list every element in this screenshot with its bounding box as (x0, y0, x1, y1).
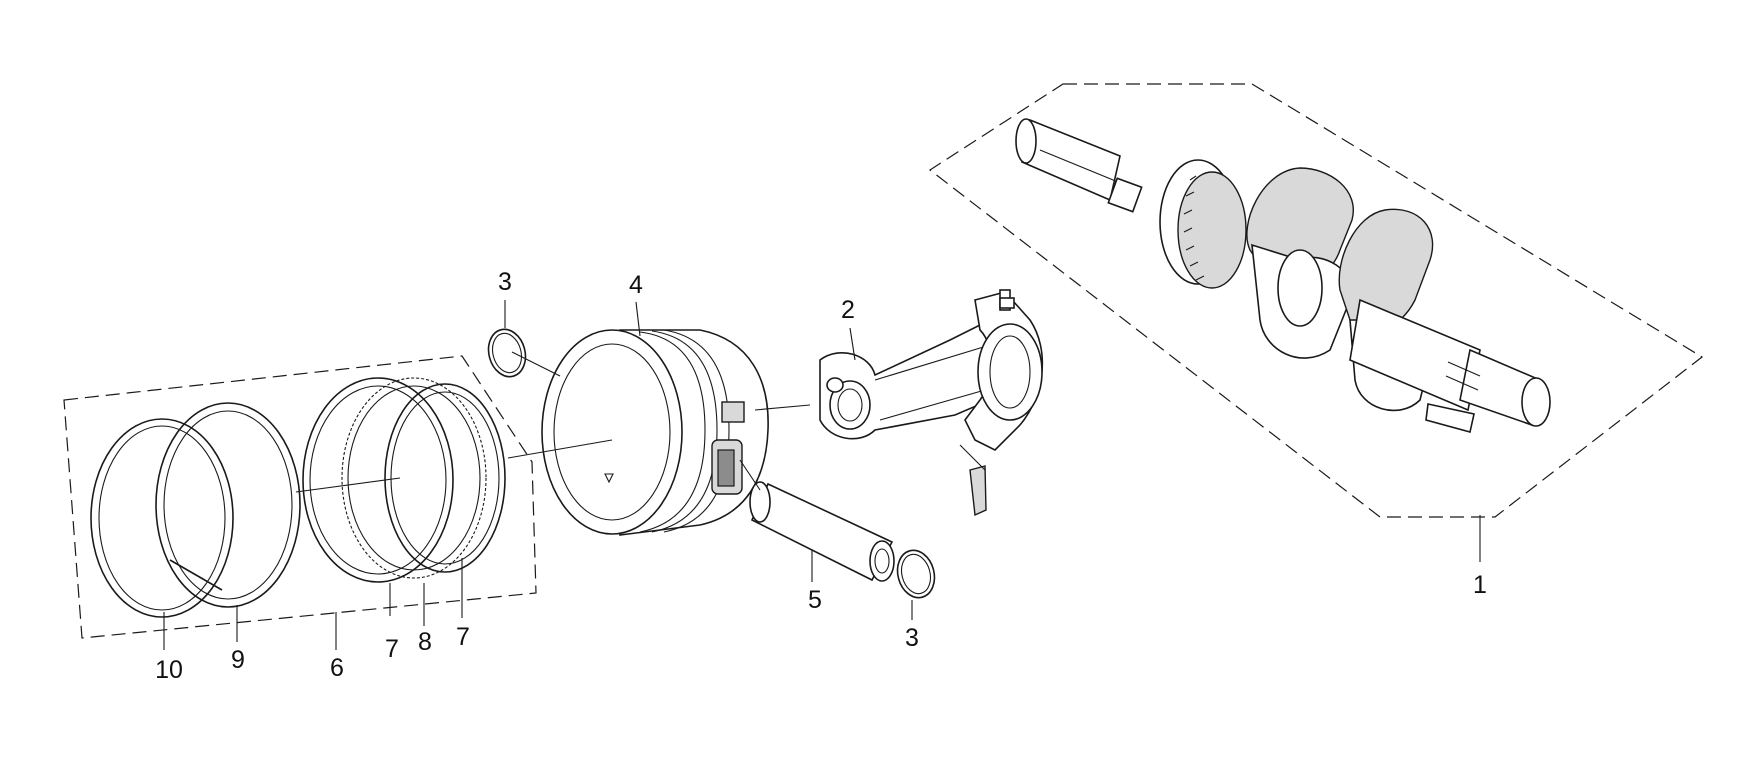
callout-3-lower: 3 (905, 624, 919, 652)
ring-set-dashed-outline (63, 355, 537, 639)
piston-ring-set (63, 355, 537, 639)
oil-ring-rail-left (302, 377, 454, 583)
callout-9: 9 (231, 646, 245, 674)
piston-pin-clip-lower (896, 549, 936, 599)
callout-7-left: 7 (385, 635, 399, 663)
second-compression-ring (155, 402, 301, 608)
piston-pin-clip-upper (487, 328, 527, 378)
callout-7-right: 7 (456, 623, 470, 651)
callout-2: 2 (841, 296, 855, 324)
piston (541, 329, 769, 536)
woodruff-key (1425, 403, 1475, 433)
callouts: 1 2 3 3 4 5 6 7 7 8 9 10 (155, 268, 1487, 684)
crankshaft-webs (1246, 167, 1434, 412)
assembly-lines (295, 351, 811, 493)
crankshaft-left-shaft (1015, 118, 1143, 213)
callout-10: 10 (155, 656, 183, 684)
callout-3-upper: 3 (498, 268, 512, 296)
crankshaft-group (928, 83, 1704, 518)
crankshaft-kit-dashed-outline (928, 83, 1704, 518)
callout-6: 6 (330, 654, 344, 682)
crankshaft-timing-gear (1159, 159, 1247, 289)
connecting-rod (819, 289, 1044, 517)
callout-4: 4 (629, 271, 643, 299)
piston-pin (749, 481, 895, 582)
oil-ring-rail-right (384, 383, 506, 573)
top-compression-ring (90, 418, 234, 618)
oil-ring-expander (341, 377, 487, 579)
callout-5: 5 (808, 586, 822, 614)
crankshaft-right-shaft (1349, 298, 1551, 427)
leader-lines (163, 300, 1481, 650)
callout-8: 8 (418, 628, 432, 656)
callout-1: 1 (1473, 571, 1487, 599)
